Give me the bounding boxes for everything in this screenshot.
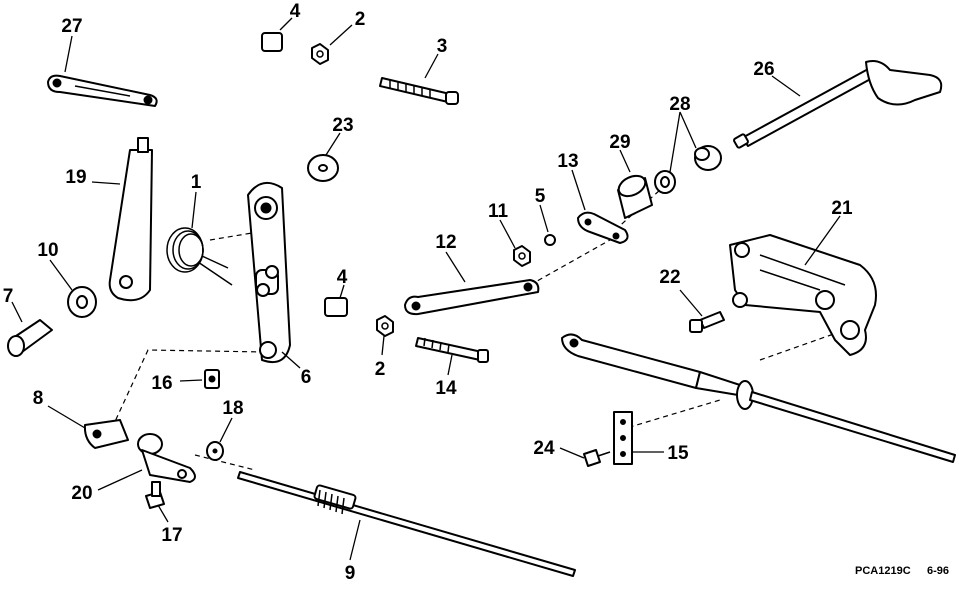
part-2-nut-top	[311, 43, 329, 65]
callout-5: 5	[535, 186, 546, 207]
part-10-washer	[67, 286, 97, 318]
part-11-nut	[513, 245, 531, 267]
callout-8: 8	[33, 388, 44, 409]
part-4-bushing-mid	[324, 297, 348, 317]
callout-21: 21	[831, 198, 853, 219]
part-16-clip	[204, 369, 220, 389]
part-17-bolt	[145, 481, 165, 509]
callout-24: 24	[533, 438, 555, 459]
callout-1: 1	[191, 172, 202, 193]
callout-27: 27	[61, 16, 82, 37]
callout-6: 6	[301, 367, 312, 388]
part-12-link	[404, 279, 540, 316]
part-2-nut-mid	[376, 315, 394, 337]
figure-date: 6-96	[927, 565, 949, 577]
callout-9: 9	[345, 563, 356, 584]
part-22-bolt	[689, 311, 725, 333]
part-21-housing	[729, 234, 877, 356]
part-14-screw	[415, 337, 489, 363]
part-7-pin	[7, 319, 53, 357]
part-27-link	[47, 74, 158, 107]
callout-11: 11	[488, 201, 509, 222]
part-1-spring	[166, 227, 233, 286]
part-8-connector	[83, 419, 129, 449]
part-13-link	[577, 211, 629, 244]
callout-14: 14	[435, 378, 457, 399]
part-23-washer	[307, 154, 339, 182]
figure-code: PCA1219C	[855, 565, 911, 577]
part-29-sleeve	[617, 174, 653, 219]
callout-3: 3	[437, 36, 448, 57]
callout-23: 23	[332, 115, 353, 136]
callout-20: 20	[71, 483, 92, 504]
part-4-bushing-top	[261, 32, 283, 52]
callout-19: 19	[65, 167, 86, 188]
part-15-plate	[613, 411, 633, 465]
callout-10: 10	[37, 240, 58, 261]
part-28-bushings	[654, 145, 722, 194]
callout-13: 13	[557, 151, 578, 172]
callout-2-mid: 2	[375, 359, 386, 380]
callout-12: 12	[435, 232, 456, 253]
callout-22: 22	[659, 267, 680, 288]
part-9-cable	[237, 471, 576, 577]
callout-17: 17	[161, 525, 182, 546]
part-cable-right	[561, 333, 956, 463]
part-20-bracket	[137, 433, 196, 483]
callout-16: 16	[151, 373, 172, 394]
callout-29: 29	[609, 132, 630, 153]
part-18-washer	[206, 441, 224, 461]
assembly-lines	[111, 189, 846, 471]
callout-4-mid: 4	[337, 267, 348, 288]
part-24-screw	[583, 449, 611, 467]
part-26-shaft	[733, 60, 943, 149]
leader-lines	[11, 17, 841, 561]
callout-15: 15	[667, 443, 689, 464]
part-3-screw	[379, 77, 459, 105]
part-19-arm	[108, 137, 153, 302]
callout-18: 18	[222, 398, 243, 419]
callout-7: 7	[3, 286, 14, 307]
callout-28: 28	[669, 94, 690, 115]
part-5-washer	[544, 234, 556, 246]
callout-26: 26	[753, 59, 774, 80]
callout-4-top: 4	[290, 1, 301, 22]
callout-labels: 4 2 3 27 26 28 23 29 13 5 11 21 19 1 12 …	[3, 1, 853, 584]
part-6-lever	[247, 181, 291, 364]
callout-2-top: 2	[355, 9, 366, 30]
